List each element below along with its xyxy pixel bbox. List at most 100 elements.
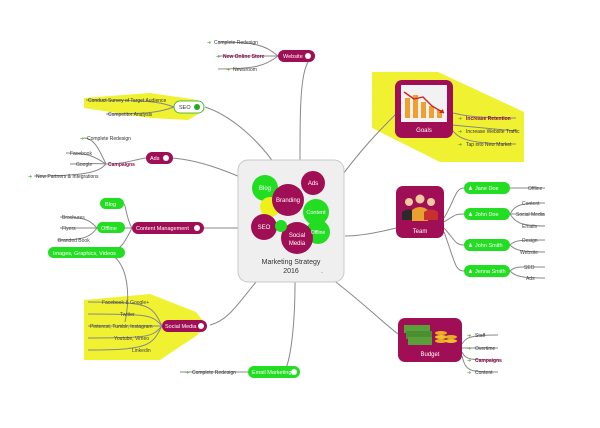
leaf-marker-icon: ➜ xyxy=(226,67,230,73)
team-member-4[interactable]: ♟ Jenna Smith xyxy=(464,265,510,277)
goals-label: Goals xyxy=(416,128,432,134)
social-item-2[interactable]: Twitter xyxy=(120,312,135,318)
website-node[interactable]: Website xyxy=(278,50,315,62)
goals-node[interactable]: Goals xyxy=(395,80,453,138)
ads-item-2[interactable]: Facebook xyxy=(70,151,92,157)
email-marketing-label: Email Marketing xyxy=(252,370,291,376)
social-media-node[interactable]: Social Media xyxy=(162,320,207,332)
offline-bubble-label: Offline xyxy=(311,230,326,236)
team-task[interactable]: Social Media xyxy=(516,212,545,218)
connectors xyxy=(33,41,546,373)
money-icon xyxy=(404,325,457,345)
email-marketing-node[interactable]: Email Marketing xyxy=(248,366,300,378)
seo-label: SEO xyxy=(179,105,191,111)
seo-node[interactable]: SEO xyxy=(173,100,205,114)
seo-item-2[interactable]: Competitor Analysis xyxy=(108,112,153,118)
cm-collapse-icon[interactable] xyxy=(194,225,200,231)
leaf-marker-icon: ➜ xyxy=(185,370,189,376)
email-collapse-icon[interactable] xyxy=(291,369,297,375)
small-green-bubble xyxy=(275,220,287,232)
website-item-1[interactable]: Complete Redesign xyxy=(214,40,258,46)
cm-offline-label: Offline xyxy=(101,226,117,232)
team-node[interactable]: Team xyxy=(396,186,444,238)
budget-item-1[interactable]: Staff xyxy=(475,333,486,339)
social-item-1[interactable]: Facebook & Google+ xyxy=(102,300,149,306)
center-title-line2: 2016 xyxy=(283,268,299,275)
ads-item-1[interactable]: Complete Redesign xyxy=(87,136,131,142)
person-icon: ♟ xyxy=(468,268,473,275)
budget-node[interactable]: Budget xyxy=(398,318,462,362)
budget-item-3[interactable]: Campaigns xyxy=(475,358,502,364)
website-leaves: ➜ Complete Redesign ➜ New Online Store ➜… xyxy=(207,40,265,73)
website-item-3[interactable]: Newsroom xyxy=(233,67,257,73)
leaf-marker-icon: ➜ xyxy=(467,358,471,364)
cm-offline-item-2[interactable]: Flyers xyxy=(62,226,76,232)
team-task[interactable]: Website xyxy=(520,250,538,256)
team-task[interactable]: Ads xyxy=(526,276,535,282)
content-bubble-label: Content xyxy=(306,210,326,216)
goals-item-2[interactable]: Increase Website Traffic xyxy=(466,129,520,135)
social-highlight xyxy=(84,294,207,360)
team-member-3[interactable]: ♟ John Smith xyxy=(464,239,510,251)
goals-item-3[interactable]: Tap into New Market xyxy=(466,142,512,148)
content-management-node[interactable]: Content Management xyxy=(132,222,204,234)
cm-blog-node[interactable]: Blog xyxy=(100,198,124,209)
social-bubble-label-2: Media xyxy=(289,241,306,247)
cm-offline-node[interactable]: Offline xyxy=(97,222,125,233)
team-task[interactable]: Offline xyxy=(528,186,543,192)
social-item-3[interactable]: Pinterest, Tumblr, Instagram xyxy=(90,324,153,330)
social-collapse-icon[interactable] xyxy=(198,323,204,329)
leaf-marker-icon: ➜ xyxy=(28,174,32,180)
team-member-3-name: John Smith xyxy=(475,243,503,249)
leaf-marker-icon: ➜ xyxy=(467,370,471,376)
person-icon: ♟ xyxy=(468,211,473,218)
leaf-marker-icon: ➜ xyxy=(458,142,462,148)
team-people-icon xyxy=(402,194,438,221)
goals-item-1[interactable]: Increase Retention xyxy=(466,116,511,122)
person-icon: ♟ xyxy=(468,185,473,192)
center-title-line1: Marketing Strategy xyxy=(262,259,321,266)
center-topic[interactable]: Blog Ads Branding Content SEO Offline So… xyxy=(237,159,345,283)
leaf-marker-icon: ➜ xyxy=(458,116,462,122)
leaf-marker-icon: ➜ xyxy=(467,333,471,339)
cm-offline-item-1[interactable]: Brochures xyxy=(62,215,85,221)
leaf-marker-icon: ➜ xyxy=(80,136,84,142)
team-member-2-name: John Doe xyxy=(475,212,499,218)
ads-bubble-label: Ads xyxy=(308,181,318,187)
ads-campaigns[interactable]: Campaigns xyxy=(108,162,135,168)
website-label: Website xyxy=(283,54,303,60)
branding-bubble xyxy=(272,184,304,216)
team-member-1-name: Jane Doe xyxy=(475,186,499,192)
seo-collapse-icon[interactable] xyxy=(194,104,200,110)
budget-item-2[interactable]: Overtime xyxy=(475,346,496,352)
team-member-1[interactable]: ♟ Jane Doe xyxy=(464,182,510,194)
ads-item-4[interactable]: New Partners & Integrations xyxy=(36,174,99,180)
ads-item-3[interactable]: Google xyxy=(76,162,92,168)
content-bubble xyxy=(303,199,329,225)
seo-item-1[interactable]: Conduct Survey of Target Audience xyxy=(88,98,167,104)
website-item-2[interactable]: New Online Store xyxy=(223,54,265,60)
ads-collapse-icon[interactable] xyxy=(163,155,169,161)
budget-item-4[interactable]: Content xyxy=(475,370,493,376)
team-task[interactable]: SEO xyxy=(524,265,535,271)
cm-images-node[interactable]: Images, Graphics, Videos xyxy=(48,247,125,258)
cm-images-label: Images, Graphics, Videos xyxy=(53,251,116,257)
content-management-label: Content Management xyxy=(136,226,189,232)
social-item-5[interactable]: Linkedin xyxy=(132,348,151,354)
website-collapse-icon[interactable] xyxy=(305,53,311,59)
team-task[interactable]: Content xyxy=(522,201,540,207)
team-task[interactable]: Emails xyxy=(522,224,538,230)
ads-bubble xyxy=(301,171,325,195)
ads-node[interactable]: Ads xyxy=(146,152,173,164)
blog-bubble-label: Blog xyxy=(259,186,271,192)
team-member-2[interactable]: ♟ John Doe xyxy=(464,208,510,220)
collapse-handle-icon[interactable]: - xyxy=(321,270,323,276)
social-item-4[interactable]: Youtube, Vimeo xyxy=(114,336,149,342)
branding-bubble-label: Branding xyxy=(276,198,300,204)
team-task[interactable]: Design xyxy=(522,238,538,244)
email-item-1[interactable]: Complete Redesign xyxy=(192,370,236,376)
leaf-marker-icon: ➜ xyxy=(458,129,462,135)
cm-offline-item-3[interactable]: Branded Book xyxy=(58,238,90,244)
team-label: Team xyxy=(413,229,428,235)
